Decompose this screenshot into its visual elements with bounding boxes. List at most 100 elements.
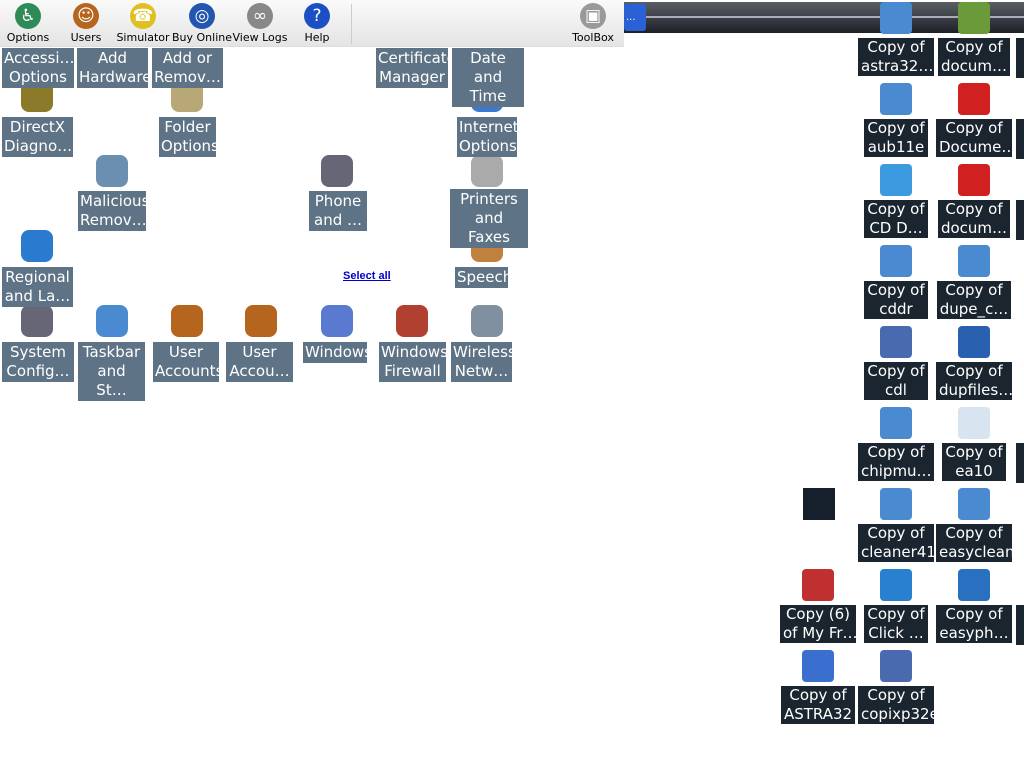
malware-icon (96, 155, 128, 187)
desktop-label-fragment[interactable] (1016, 443, 1024, 483)
cp-item-label: Add Hardware (77, 48, 148, 88)
toolbar-users-button[interactable]: ☺ Users (56, 3, 116, 44)
cp-item-label: User Accou… (226, 342, 293, 382)
desktop-label-fragment[interactable] (1016, 119, 1024, 159)
window-icon (958, 407, 990, 439)
toolbar-view-logs-button[interactable]: ∞View Logs (230, 3, 290, 44)
toolbar-simulator-button[interactable]: ☎ Simulator (113, 3, 173, 44)
modem-icon (321, 155, 353, 187)
lifebuoy-icon (958, 164, 990, 196)
cp-item-label: User Accounts (153, 342, 219, 382)
disc-box-icon (958, 2, 990, 34)
cp-item-label: Date and Time (452, 48, 524, 107)
cp-item-label: Printers and Faxes (450, 189, 528, 248)
desktop-icon-blank[interactable] (803, 488, 835, 520)
installer-icon (880, 650, 912, 682)
cp-item-label: Add or Remov… (152, 48, 223, 88)
toolbox-icon: ▣ (580, 3, 606, 29)
toolbar-separator (351, 4, 352, 44)
cp-item-label: Certificate Manager (376, 48, 448, 88)
toolbar-toolbox-button[interactable]: ▣ ToolBox (563, 3, 623, 44)
installer-icon (880, 245, 912, 277)
astra-icon (802, 650, 834, 682)
installer-icon (880, 2, 912, 34)
cp-item-label: DirectX Diagno… (2, 117, 73, 157)
desktop-icon[interactable]: Copy (6)of My Fr… (780, 569, 856, 647)
cp-item-label: Regional and La… (2, 267, 73, 307)
toolbar-label: Help (304, 31, 330, 44)
toolbar-label: ToolBox (572, 31, 614, 44)
toolbar-options-button[interactable]: ♿Options (0, 3, 58, 44)
users-icon: ☺ (73, 3, 99, 29)
cp-item-label: Speech (455, 267, 508, 288)
cp-item-label: System Config… (2, 342, 74, 382)
phone-icon: ☎ (130, 3, 156, 29)
toolbar-label: Buy Online (172, 31, 233, 44)
users-icon (171, 305, 203, 337)
wireless-icon (471, 305, 503, 337)
installer-icon (958, 245, 990, 277)
installer-icon (880, 326, 912, 358)
cp-item-label: Internet Options (457, 117, 517, 157)
toolbar-buy-online-button[interactable]: ◎Buy Online (172, 3, 232, 44)
cp-item-label: Taskbar and St… (78, 342, 145, 401)
desktop-label-fragment[interactable] (1016, 200, 1024, 240)
cd-icon (880, 164, 912, 196)
dolphin-icon (958, 569, 990, 601)
installer-icon (880, 407, 912, 439)
windows-icon (321, 305, 353, 337)
firewall-icon (396, 305, 428, 337)
installer-icon (958, 488, 990, 520)
toolbar-label: Users (70, 31, 102, 44)
cp-item-label: Folder Options (159, 117, 216, 157)
select-all-link[interactable]: Select all (343, 270, 391, 282)
taskbar-icon (96, 305, 128, 337)
gear-icon (880, 569, 912, 601)
app-icon (958, 326, 990, 358)
lifebuoy-icon (958, 83, 990, 115)
toolbar-label: Simulator (116, 31, 170, 44)
toolbar-label: View Logs (232, 31, 288, 44)
cp-item-label: Wireless Netw… (451, 342, 512, 382)
users-icon (245, 305, 277, 337)
cp-item-label: Malicious Remov… (78, 191, 146, 231)
taskbar-button[interactable]: ... (624, 4, 646, 31)
cp-item-label: Phone and … (309, 191, 367, 231)
toolbar-help-button[interactable]: ? Help (287, 3, 347, 44)
cp-item-label: Accessi… Options (2, 48, 74, 88)
help-icon: ? (304, 3, 330, 29)
desktop-label-fragment[interactable] (1016, 38, 1024, 78)
desktop-label-fragment[interactable] (1016, 605, 1024, 645)
cp-item-label: Windows Firewall (379, 342, 446, 382)
